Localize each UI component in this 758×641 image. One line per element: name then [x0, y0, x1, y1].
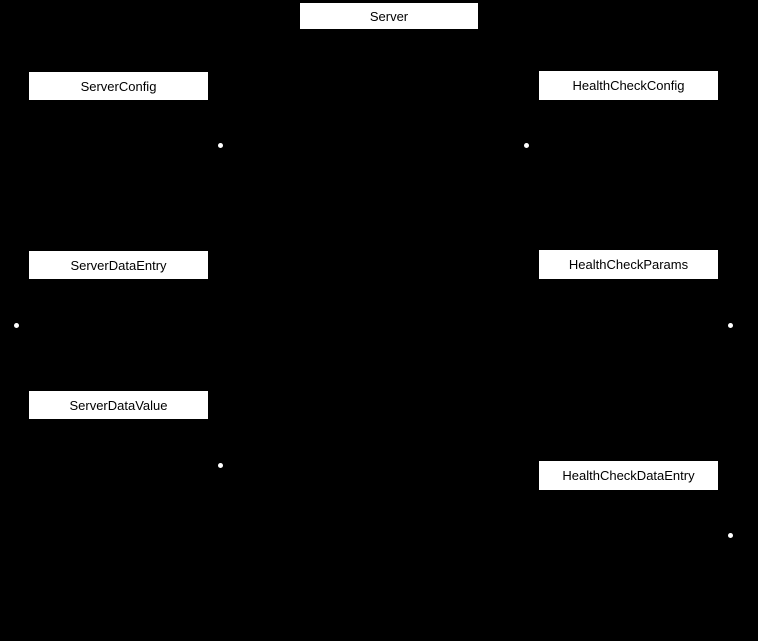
- class-node-label: HealthCheckConfig: [572, 78, 685, 93]
- edge-endpoint-dot: [218, 463, 223, 468]
- edge-endpoint-dot: [728, 323, 733, 328]
- class-node-server: Server: [300, 3, 478, 29]
- class-node-health-check-data-entry: HealthCheckDataEntry: [539, 461, 718, 490]
- edge-endpoint-dot: [218, 143, 223, 148]
- edge-endpoint-dot: [14, 323, 19, 328]
- class-node-health-check-config: HealthCheckConfig: [539, 71, 718, 100]
- class-node-server-config: ServerConfig: [29, 72, 208, 100]
- class-node-health-check-params: HealthCheckParams: [539, 250, 718, 279]
- class-node-label: ServerDataValue: [69, 397, 168, 413]
- edge-endpoint-dot: [524, 143, 529, 148]
- class-node-label: HealthCheckParams: [568, 257, 689, 272]
- class-node-label: Server: [369, 8, 409, 24]
- class-node-label: ServerDataEntry: [70, 257, 167, 273]
- class-node-server-data-value: ServerDataValue: [29, 391, 208, 419]
- edge-endpoint-dot: [728, 533, 733, 538]
- class-node-server-data-entry: ServerDataEntry: [29, 251, 208, 279]
- class-node-label: ServerConfig: [80, 78, 157, 94]
- class-node-label: HealthCheckDataEntry: [562, 468, 695, 483]
